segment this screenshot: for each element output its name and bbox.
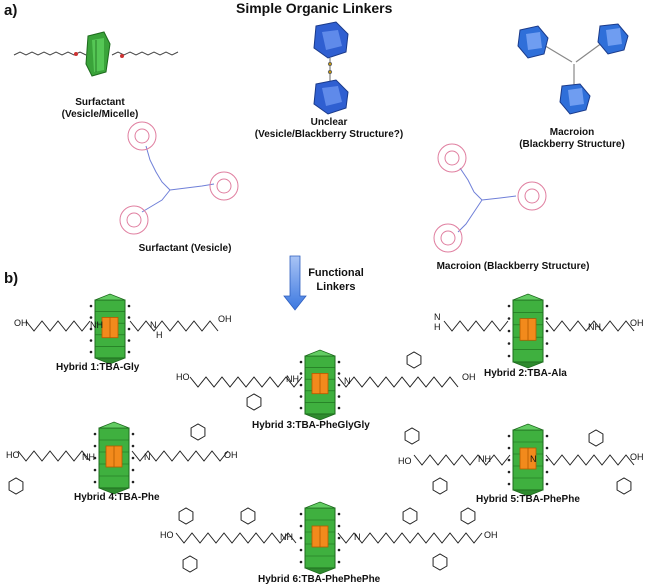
vesicle-arms	[141, 145, 215, 213]
phenyl-ring	[178, 507, 194, 525]
hybrid-4-label: Hybrid 4:TBA-Phe	[74, 492, 160, 503]
group-label-oh: OH	[484, 530, 498, 540]
oxygen-dot	[74, 52, 78, 56]
label-line: (Vesicle/Blackberry Structure?)	[254, 129, 404, 140]
cluster-right	[597, 23, 629, 55]
organic-chain	[337, 376, 459, 388]
organic-chain	[17, 450, 91, 462]
group-label-nh: NH	[280, 532, 293, 542]
label-line: Macroion	[549, 127, 595, 138]
surfactant-vesicle-label: Surfactant (Vesicle)	[138, 243, 232, 254]
hybrid-5-label: Hybrid 5:TBA-PhePhe	[476, 494, 580, 505]
group-label-nh: NH	[588, 322, 601, 332]
group-label-nh: NH	[286, 374, 299, 384]
tripod-arms	[541, 39, 607, 88]
group-label-oh: OH	[224, 450, 238, 460]
linker-bridge	[327, 58, 333, 82]
group-label-h: H	[434, 322, 441, 332]
label-line: Unclear	[310, 117, 348, 128]
functional-linkers-label: Functional Linkers	[304, 266, 368, 294]
group-label-n: N	[434, 312, 441, 322]
group-label-nh: NH	[478, 454, 491, 464]
group-label-n: N	[530, 454, 537, 464]
cluster-top	[313, 21, 349, 59]
phenyl-ring	[616, 477, 632, 495]
phenyl-ring	[182, 555, 198, 573]
group-label-oh: OH	[462, 372, 476, 382]
cluster-left	[517, 25, 549, 59]
label-line: (Vesicle/Micelle)	[61, 109, 139, 120]
polyoxometalate-cluster	[507, 293, 549, 369]
blackberry-arms	[457, 167, 517, 233]
porphyrin-units	[433, 143, 547, 253]
group-label-n: N	[344, 376, 351, 386]
phenyl-ring	[432, 553, 448, 571]
phenyl-ring	[402, 507, 418, 525]
surfactant-micelle-label: Surfactant (Vesicle/Micelle)	[48, 97, 152, 121]
group-label-oh: OH	[14, 318, 28, 328]
group-label-oh: OH	[630, 452, 644, 462]
polyoxometalate-cluster	[85, 31, 111, 77]
group-label-n: N	[150, 320, 157, 330]
phenyl-ring	[404, 427, 420, 445]
macroion-blackberry-label: Macroion (Blackberry Structure)	[436, 261, 590, 272]
organic-chain	[25, 320, 91, 332]
organic-chain	[129, 320, 219, 332]
phenyl-ring	[460, 507, 476, 525]
group-label-n: N	[354, 532, 361, 542]
group-label-oh: OH	[630, 318, 644, 328]
group-label-nh: NH	[90, 320, 103, 330]
phenyl-ring	[8, 477, 24, 495]
surfactant-chain-right	[111, 51, 179, 56]
panel-a-title: Simple Organic Linkers	[236, 0, 393, 16]
group-label-ho: HO	[6, 450, 20, 460]
phenyl-ring	[246, 393, 262, 411]
macroion-label: Macroion (Blackberry Structure)	[510, 127, 634, 151]
phenyl-ring	[406, 351, 422, 369]
group-label-ho: HO	[176, 372, 190, 382]
organic-chain	[443, 320, 509, 332]
surfactant-chain-left	[13, 51, 87, 56]
polyoxometalate-cluster	[93, 421, 135, 495]
oxygen-dot	[120, 54, 124, 58]
group-label-ho: HO	[160, 530, 174, 540]
phenyl-ring	[240, 507, 256, 525]
group-label-h: H	[156, 330, 163, 340]
label-line: Functional	[308, 267, 364, 279]
panel-b-letter: b)	[4, 270, 19, 287]
polyoxometalate-cluster	[507, 423, 549, 497]
hybrid-6-label: Hybrid 6:TBA-PhePhePhe	[258, 574, 381, 585]
group-label-ho: HO	[398, 456, 412, 466]
label-line: (Blackberry Structure)	[519, 139, 625, 150]
cluster-bottom	[313, 79, 349, 115]
polyoxometalate-cluster	[299, 349, 341, 421]
panel-a-letter: a)	[4, 2, 18, 19]
hybrid-1-label: Hybrid 1:TBA-Gly	[56, 362, 140, 373]
phenyl-ring	[190, 423, 206, 441]
phenyl-ring	[432, 477, 448, 495]
organic-chain	[545, 454, 635, 466]
label-line: Linkers	[316, 281, 356, 293]
unclear-label: Unclear (Vesicle/Blackberry Structure?)	[244, 117, 414, 141]
label-line: Surfactant	[75, 97, 125, 108]
porphyrin-units	[119, 121, 239, 235]
hybrid-2-label: Hybrid 2:TBA-Ala	[484, 368, 567, 379]
group-label-oh: OH	[218, 314, 232, 324]
organic-chain	[413, 454, 511, 466]
polyoxometalate-cluster	[299, 501, 341, 575]
organic-chain	[175, 532, 297, 544]
group-label-nh: NH	[82, 452, 95, 462]
hybrid-3-label: Hybrid 3:TBA-PheGlyGly	[252, 420, 370, 431]
cluster-bottom	[559, 83, 591, 115]
phenyl-ring	[588, 429, 604, 447]
group-label-n: N	[144, 452, 151, 462]
